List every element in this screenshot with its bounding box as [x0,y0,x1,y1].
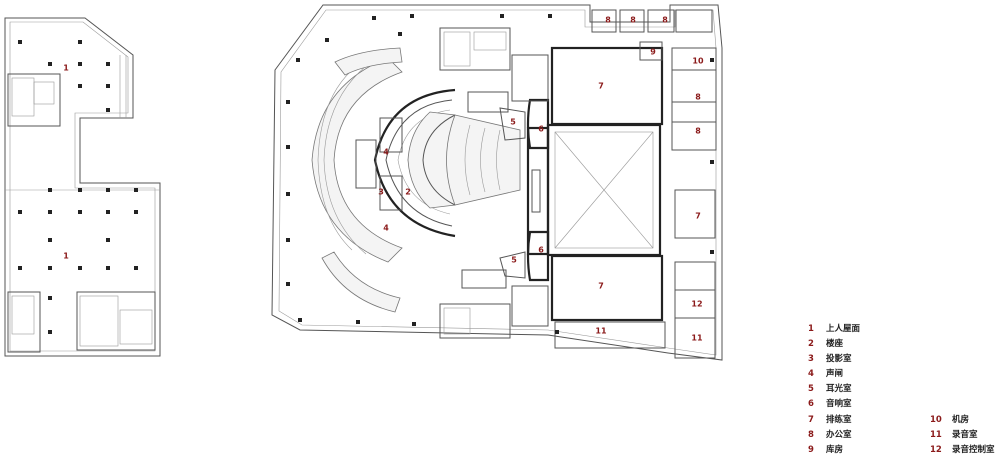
legend-item: 1 上人屋面 [808,322,860,336]
legend-number: 4 [808,369,814,379]
legend-item: 2 楼座 [808,337,843,351]
legend-item: 11 录音室 [930,428,978,442]
label-sound-lock-bottom: 4 [383,224,389,233]
legend-number: 8 [808,430,814,440]
legend-number: 6 [808,399,814,409]
legend-item: 8 办公室 [808,428,852,442]
label-machine: 10 [692,57,704,66]
legend-text: 上人屋面 [826,324,861,334]
room-labels: 1 1 2 3 4 4 5 5 6 6 7 7 7 8 8 8 8 8 9 10… [63,16,704,343]
label-sound-control-top: 6 [538,125,544,134]
legend-text: 耳光室 [826,384,852,394]
label-balcony: 2 [405,188,411,197]
label-office-d: 8 [695,93,701,102]
label-left-roof-lower: 1 [63,252,69,261]
label-projection: 3 [378,188,384,197]
legend-item: 10 机房 [930,413,969,427]
legend-text: 楼座 [826,339,844,349]
legend-text: 声闸 [826,369,844,379]
theatre-building [271,4,723,361]
left-columns [18,40,138,334]
legend-number: 5 [808,384,814,394]
label-recording-control: 12 [691,300,702,309]
label-storage: 9 [650,48,656,57]
legend-number: 11 [930,430,942,440]
legend-text: 办公室 [826,430,852,440]
legend-text: 录音控制室 [952,445,995,455]
legend-number: 10 [930,415,942,425]
legend-number: 3 [808,354,814,364]
legend-text: 投影室 [826,354,852,364]
label-rehearsal-right: 7 [695,212,701,221]
label-sound-control-bottom: 6 [538,246,544,255]
legend-number: 2 [808,339,814,349]
legend-item: 3 投影室 [808,352,852,366]
theatre-columns [286,14,714,334]
legend-number: 1 [808,324,814,334]
legend-item: 4 声闸 [808,367,843,381]
legend-item: 7 排练室 [808,413,852,427]
legend-number: 12 [930,445,942,455]
label-rehearsal-bottom: 7 [598,282,604,291]
label-ear-light-top: 5 [510,118,516,127]
legend-text: 库房 [826,445,844,455]
label-office-a: 8 [605,16,611,25]
legend-number: 7 [808,415,814,425]
label-recording-bottom: 11 [595,327,607,336]
legend-text: 排练室 [826,415,852,425]
legend-text: 机房 [952,415,970,425]
legend-item: 9 库房 [808,443,843,457]
left-building [4,17,161,357]
legend-text: 音响室 [826,399,852,409]
label-recording-right: 11 [691,334,703,343]
label-rehearsal-top: 7 [598,82,604,91]
legend-item: 6 音响室 [808,397,852,411]
legend-item: 5 耳光室 [808,382,852,396]
label-ear-light-bottom: 5 [511,256,517,265]
label-sound-lock-top: 4 [383,148,389,157]
legend-number: 9 [808,445,814,455]
label-office-b: 8 [630,16,636,25]
label-office-c: 8 [662,16,668,25]
legend-text: 录音室 [952,430,978,440]
label-left-roof-upper: 1 [63,64,69,73]
legend-item: 12 录音控制室 [930,443,995,457]
label-office-e: 8 [695,127,701,136]
